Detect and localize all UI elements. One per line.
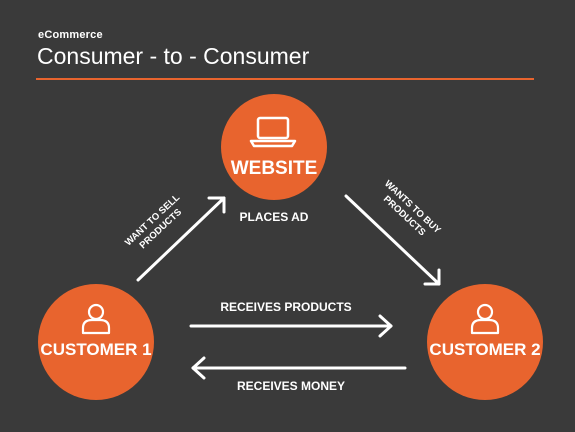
arrow-buy bbox=[344, 194, 441, 286]
customer1-label: CUSTOMER 1 bbox=[40, 340, 152, 359]
customer2-label: CUSTOMER 2 bbox=[429, 340, 541, 359]
arrow-receives-products bbox=[189, 314, 393, 338]
page-title: Consumer - to - Consumer bbox=[37, 43, 310, 69]
places-ad-label: PLACES AD bbox=[239, 210, 309, 224]
arrow-sell bbox=[136, 196, 226, 282]
header-eyebrow: eCommerce bbox=[38, 29, 103, 41]
receives-products-label: RECEIVES PRODUCTS bbox=[220, 300, 352, 314]
customer1-node bbox=[38, 284, 154, 400]
website-label: WEBSITE bbox=[230, 158, 318, 179]
receives-money-label: RECEIVES MONEY bbox=[236, 379, 346, 393]
customer2-node bbox=[427, 284, 543, 400]
arrow-receives-money bbox=[191, 356, 407, 380]
title-underline bbox=[36, 78, 534, 80]
